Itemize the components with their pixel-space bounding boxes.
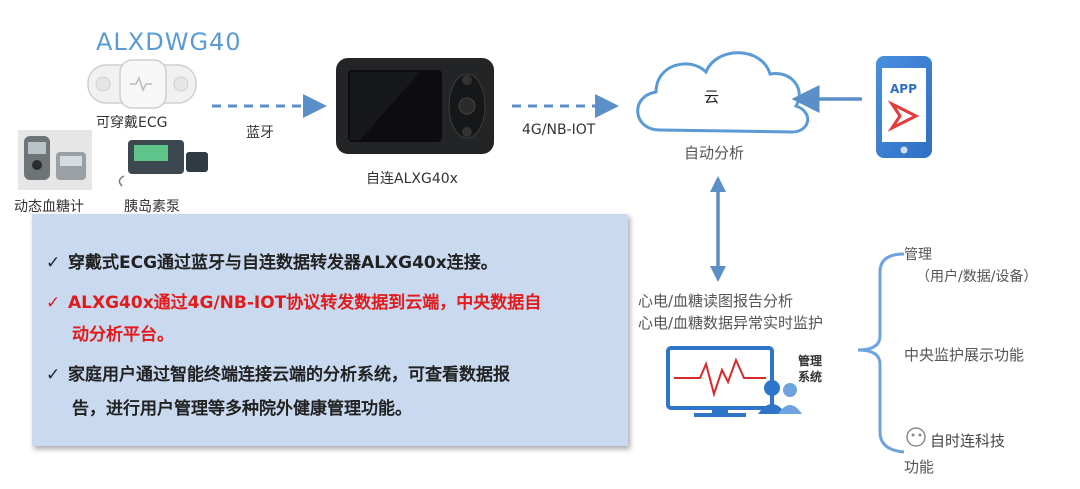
central-monitor-label: 中央监护展示功能 [904,346,1025,364]
management-system-line-2: 系统 [798,370,823,384]
summary-textbox: ✓穿戴式ECG通过蓝牙与自连数据转发器ALXG40x连接。 ✓ALXG40x通过… [32,214,628,446]
arrow-down-icon [710,266,726,282]
summary-item-3-cont: 告，进行用户管理等多种院外健康管理功能。 [72,399,412,419]
glucose-meter-label: 动态血糖计 [14,199,84,215]
monitor-icon [666,346,774,417]
forwarder-label: 自连ALXG40x [366,171,458,187]
summary-item-1: ✓穿戴式ECG通过蓝牙与自连数据转发器ALXG40x连接。 [46,253,498,273]
bottom-function-label: 功能 [904,458,935,476]
cloud-icon [636,51,809,134]
wearable-ecg-icon [87,59,197,109]
insulin-pump-label: 胰岛素泵 [124,199,180,215]
management-sub: （用户/数据/设备） [916,269,1038,285]
cloud-caption: 自动分析 [684,144,745,162]
product-title: ALXDWG40 [96,28,242,56]
arrow-up-icon [710,176,726,192]
summary-item-3: ✓家庭用户通过智能终端连接云端的分析系统，可查看数据报 [46,365,510,385]
wechat-watermark-icon [906,427,926,447]
check-icon: ✓ [46,293,61,313]
check-icon: ✓ [46,365,61,385]
watermark-text: 自时连科技 [930,432,1006,450]
glucose-meter-icon [18,130,92,190]
management-system-line-1: 管理 [798,354,823,368]
cloud-label: 云 [704,88,720,106]
analysis-line-1: 心电/血糖读图报告分析 [638,292,794,310]
network-label: 4G/NB-IOT [522,122,596,138]
function-bracket [857,252,905,454]
app-label: APP [890,82,917,96]
summary-item-2: ✓ALXG40x通过4G/NB-IOT协议转发数据到云端，中央数据自 [46,293,542,313]
wearable-ecg-label: 可穿戴ECG [96,115,168,131]
phone-icon [876,56,932,158]
summary-item-2-cont: 动分析平台。 [72,325,174,345]
forwarder-device-icon [336,58,494,154]
check-icon: ✓ [46,253,61,273]
insulin-pump-icon [118,140,208,187]
bluetooth-label: 蓝牙 [246,125,274,141]
analysis-line-2: 心电/血糖数据异常实时监护 [638,314,824,332]
management-title: 管理 [904,247,932,263]
users-icon [758,380,802,414]
